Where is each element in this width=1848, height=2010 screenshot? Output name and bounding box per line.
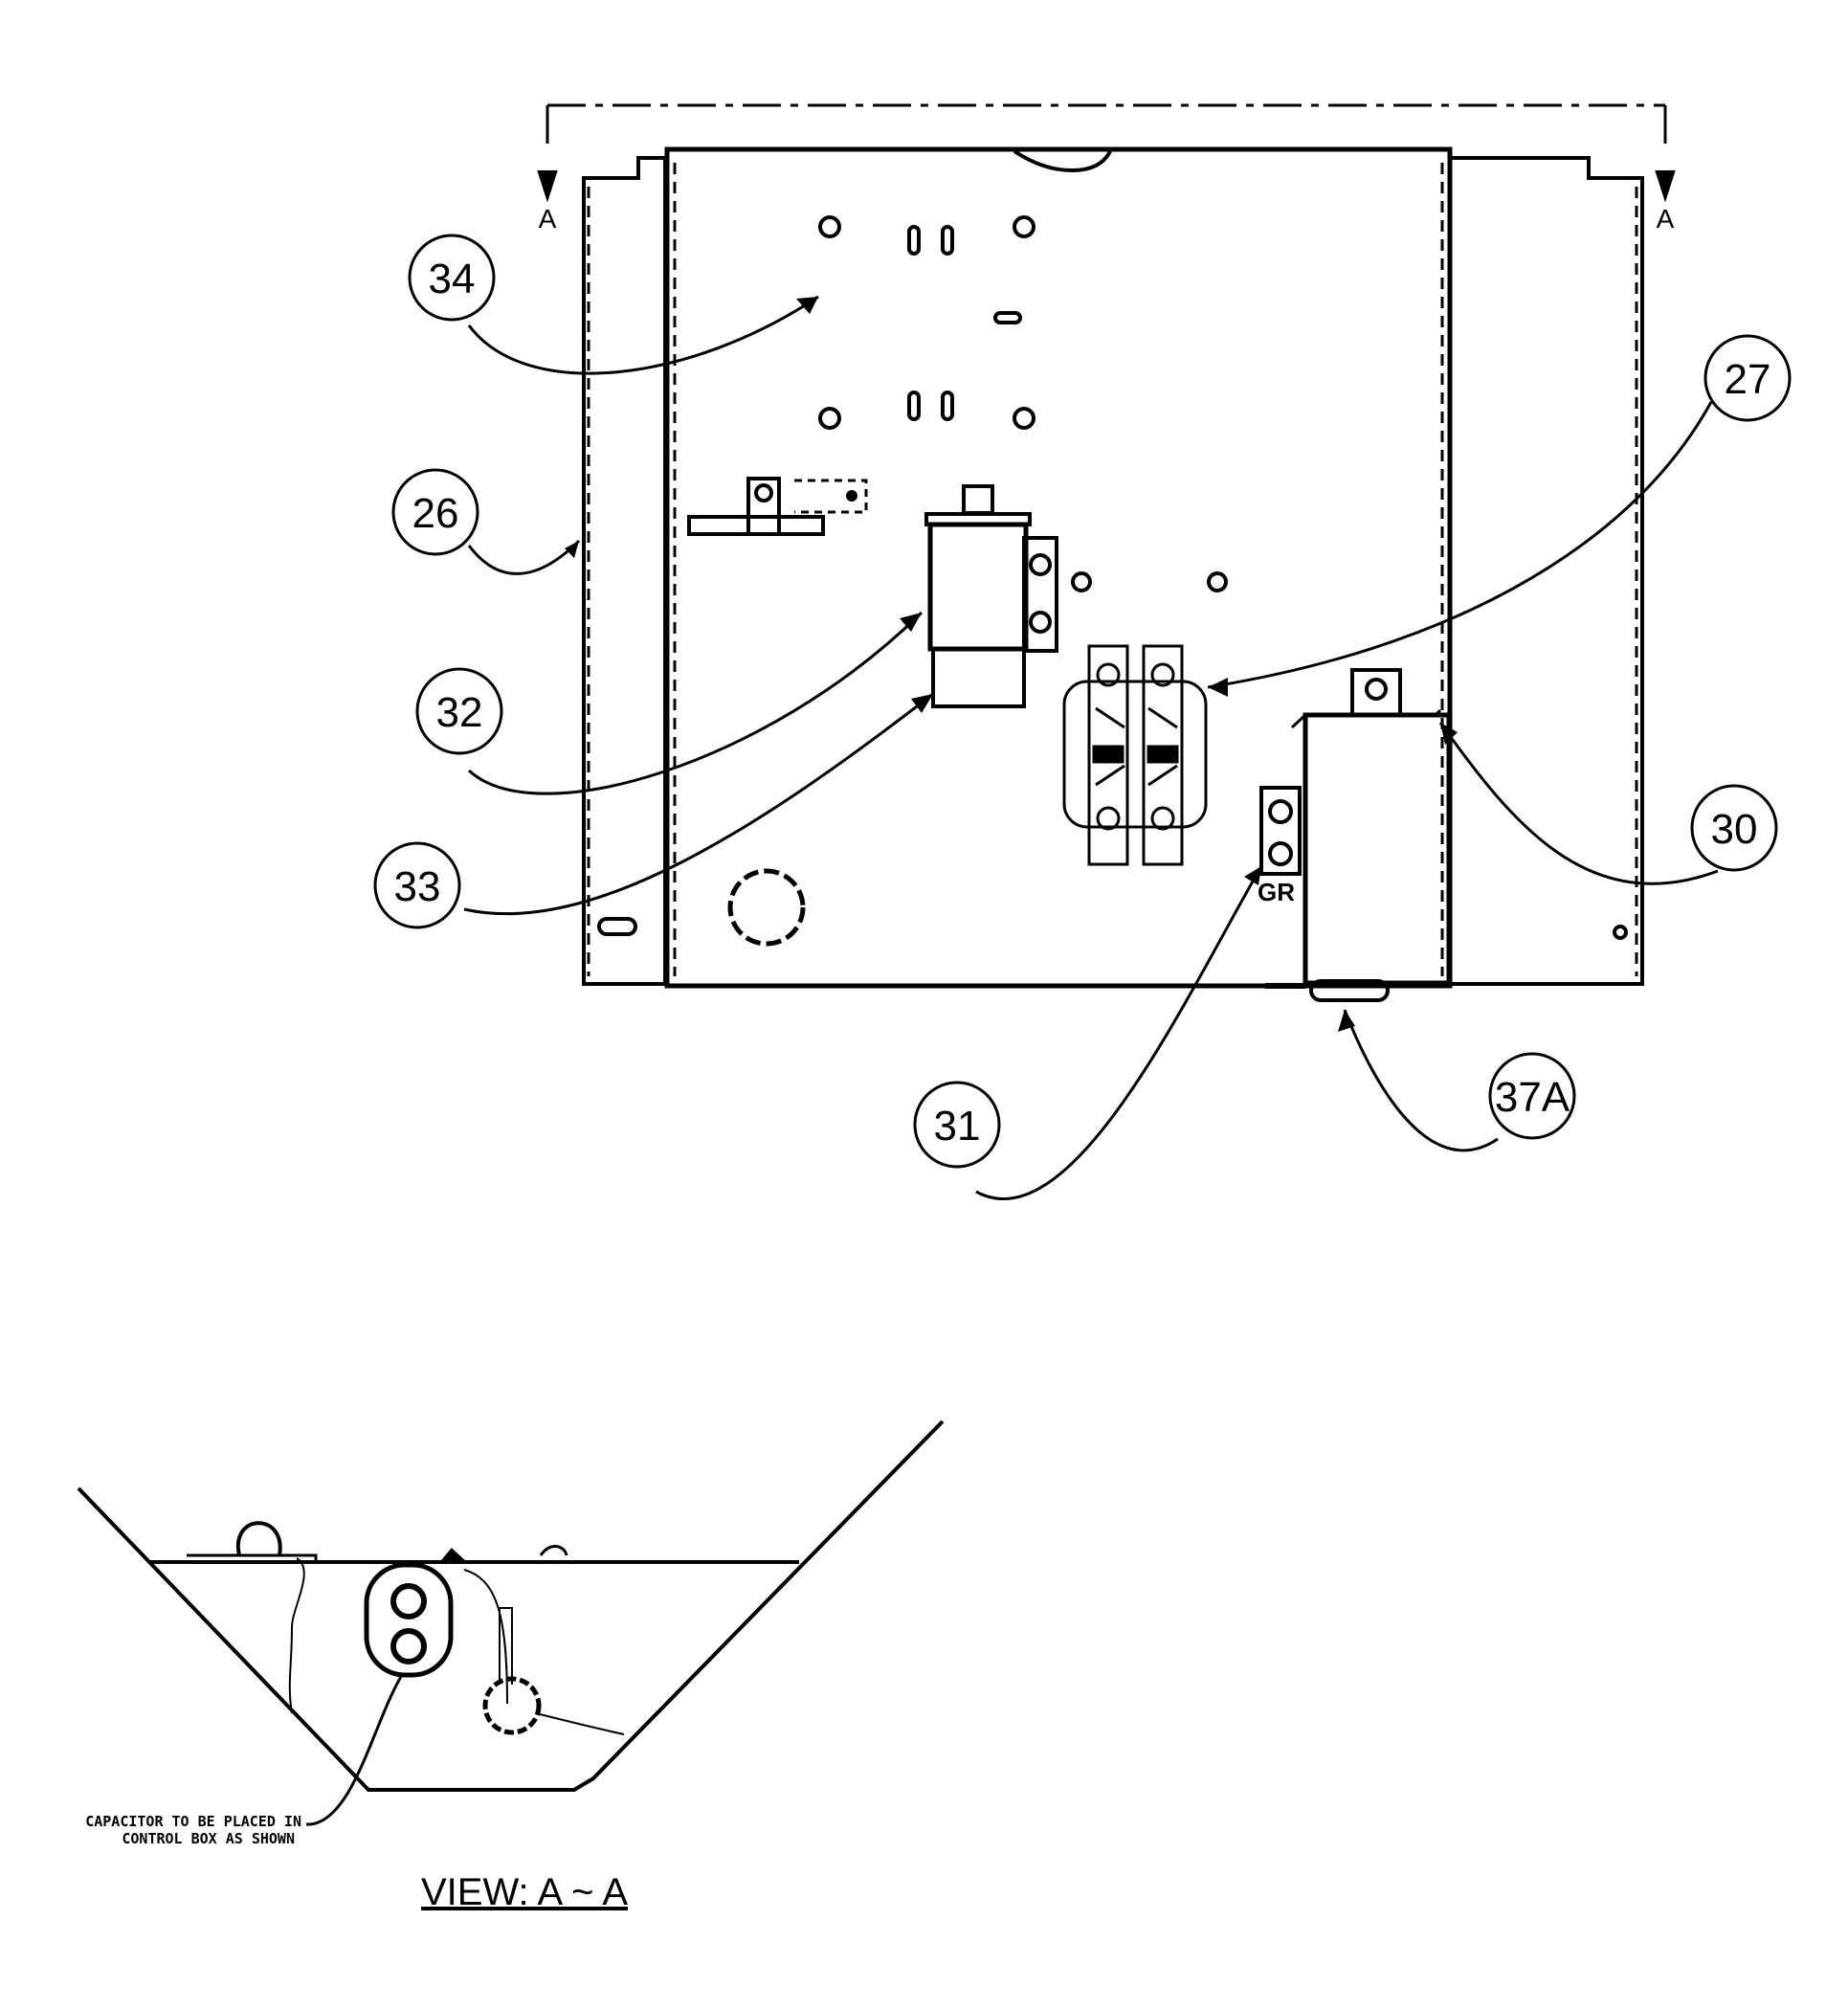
capacitor-terminal: [962, 484, 994, 515]
section-mark-left: A: [539, 204, 557, 234]
leader-lines: [463, 295, 1719, 1200]
contactor: [1062, 644, 1208, 866]
callout-33: [373, 841, 461, 929]
section-arrow-left: [537, 170, 558, 203]
capacitor-mount: [1022, 536, 1058, 653]
callout-label-32: 32: [436, 689, 483, 736]
view-title: VIEW: A ~ A: [421, 1871, 628, 1913]
callout-label-30: 30: [1711, 806, 1758, 853]
callout-26: [391, 468, 479, 556]
callout-label-31: 31: [934, 1103, 981, 1150]
callout-31: [913, 1081, 1001, 1169]
mount-hole: [1013, 215, 1035, 238]
capacitor-body: [927, 522, 1029, 652]
section-view-a-a: [77, 1419, 945, 1826]
knockout-section: [482, 1676, 542, 1735]
callout-27: [1703, 334, 1792, 422]
callout-30: [1690, 784, 1778, 872]
bracket: [687, 515, 825, 536]
control-box-top-view: [537, 103, 1676, 1002]
control-panel: [664, 146, 1453, 989]
capacitor-section: [364, 1562, 454, 1678]
relay-body: [1303, 712, 1452, 986]
capacitor-note: CAPACITOR TO BE PLACED IN CONTROL BOX AS…: [85, 1813, 301, 1847]
callout-label-37a: 37A: [1495, 1074, 1570, 1121]
callout-34: [408, 234, 496, 322]
relay-tab: [1350, 668, 1402, 717]
housing-outline: [582, 156, 667, 986]
section-outline: [77, 1419, 945, 1792]
mount-slot: [993, 311, 1022, 324]
callout-37a: [1488, 1052, 1576, 1140]
housing-outline-right: [1448, 156, 1644, 986]
note-line-1: CAPACITOR TO BE PLACED IN: [85, 1813, 301, 1830]
capacitor-strap: [924, 512, 1032, 526]
knockout: [727, 868, 806, 947]
mount-loop: [235, 1521, 282, 1556]
mount-hole: [818, 215, 841, 238]
mount-slot: [941, 225, 954, 256]
section-line: [545, 103, 1667, 153]
callout-label-34: 34: [429, 256, 476, 302]
leader-arrowheads: [565, 297, 1458, 1032]
bottom-slot: [1309, 979, 1390, 1002]
mount-slot: [907, 225, 921, 256]
section-mark-right: A: [1657, 204, 1675, 234]
bracket: [746, 477, 781, 536]
callout-label-27: 27: [1725, 356, 1771, 403]
note-line-2: CONTROL BOX AS SHOWN: [122, 1830, 295, 1847]
mount-hole: [1013, 407, 1035, 430]
section-arrow-right: [1655, 170, 1676, 203]
capacitor-bracket: [931, 647, 1026, 708]
callout-label-26: 26: [412, 490, 459, 537]
panel-top-notch: [1013, 149, 1112, 173]
mount-slot: [941, 391, 954, 421]
mount-slot: [907, 391, 921, 421]
ground-terminal: [1259, 786, 1302, 876]
callout-labels: 34 26 32 33 27 30 31 37A A A: [394, 204, 1771, 1150]
callout-label-33: 33: [394, 863, 441, 910]
callout-32: [415, 667, 503, 755]
terminal-label-gr: GR: [1258, 878, 1295, 906]
callout-circles: [373, 234, 1792, 1169]
panel-slot: [597, 917, 637, 936]
mount-hole: [818, 407, 841, 430]
